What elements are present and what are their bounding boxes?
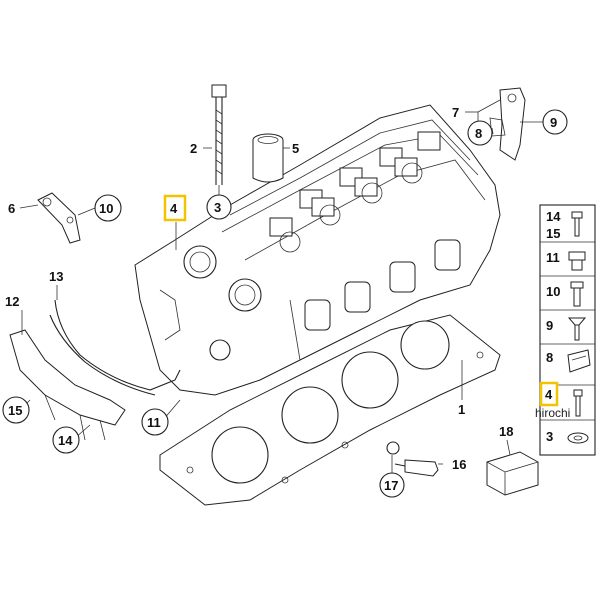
countersunk-screw-icon (567, 317, 587, 341)
callout-4: 4 (170, 201, 178, 216)
callout-10: 10 (99, 201, 113, 216)
callout-3-circle (206, 194, 232, 220)
legend-4-highlight (539, 381, 559, 407)
callout-15: 15 (8, 403, 22, 418)
callout-8-circle (467, 120, 493, 146)
callout-9-circle (542, 109, 568, 135)
watermark-text: hirochi (535, 406, 570, 420)
intake-ports (304, 239, 461, 331)
legend-9: 9 (546, 318, 553, 333)
small-bolt-icon (573, 389, 583, 417)
rubber-block (486, 451, 539, 496)
sleeve (252, 133, 284, 183)
callout-18: 18 (499, 424, 513, 439)
callout-14-circle (52, 426, 80, 454)
callout-16: 16 (452, 457, 466, 472)
legend-10: 10 (546, 284, 560, 299)
callout-11-circle (141, 408, 169, 436)
callout-7: 7 (452, 105, 459, 120)
callout-8: 8 (475, 126, 482, 141)
callout-10-circle (94, 194, 122, 222)
legend-8: 8 (546, 350, 553, 365)
lift-bracket-rear (489, 87, 526, 161)
washer-icon (567, 432, 589, 444)
plug-icon (568, 251, 586, 271)
callout-1: 1 (458, 402, 465, 417)
legend-14: 14 (546, 209, 561, 224)
screw-icon (570, 281, 584, 307)
legend-3: 3 (546, 429, 553, 444)
callout-17-circle (379, 472, 405, 498)
callout-9: 9 (550, 115, 557, 130)
legend-4: 4 (545, 387, 553, 402)
callout-4-highlight (163, 194, 187, 222)
callout-6: 6 (8, 201, 15, 216)
callout-14: 14 (58, 433, 73, 448)
clip-icon (567, 349, 591, 373)
sensor (386, 441, 439, 477)
callout-17: 17 (384, 478, 398, 493)
callout-12: 12 (5, 294, 19, 309)
callout-15-circle (2, 396, 30, 424)
cover-gasket (49, 299, 181, 396)
chain-guide (9, 329, 126, 441)
callout-13: 13 (49, 269, 63, 284)
callouts: 1 2 3 4 5 6 7 8 9 10 11 12 13 14 1 (2, 105, 568, 498)
legend-15: 15 (546, 226, 560, 241)
head-bolt (211, 84, 227, 185)
callout-11: 11 (147, 415, 161, 430)
legend-11: 11 (546, 250, 560, 265)
lift-bracket-front (37, 192, 81, 244)
leader-lines (19, 99, 543, 475)
head-gasket (159, 314, 501, 506)
bolt-icon (571, 211, 583, 237)
callout-2: 2 (190, 141, 197, 156)
callout-3: 3 (214, 200, 221, 215)
callout-5: 5 (292, 141, 299, 156)
cylinder-head (134, 104, 501, 396)
cam-towers (269, 131, 441, 253)
parts-legend: 14 15 11 10 9 8 4 (535, 204, 596, 456)
